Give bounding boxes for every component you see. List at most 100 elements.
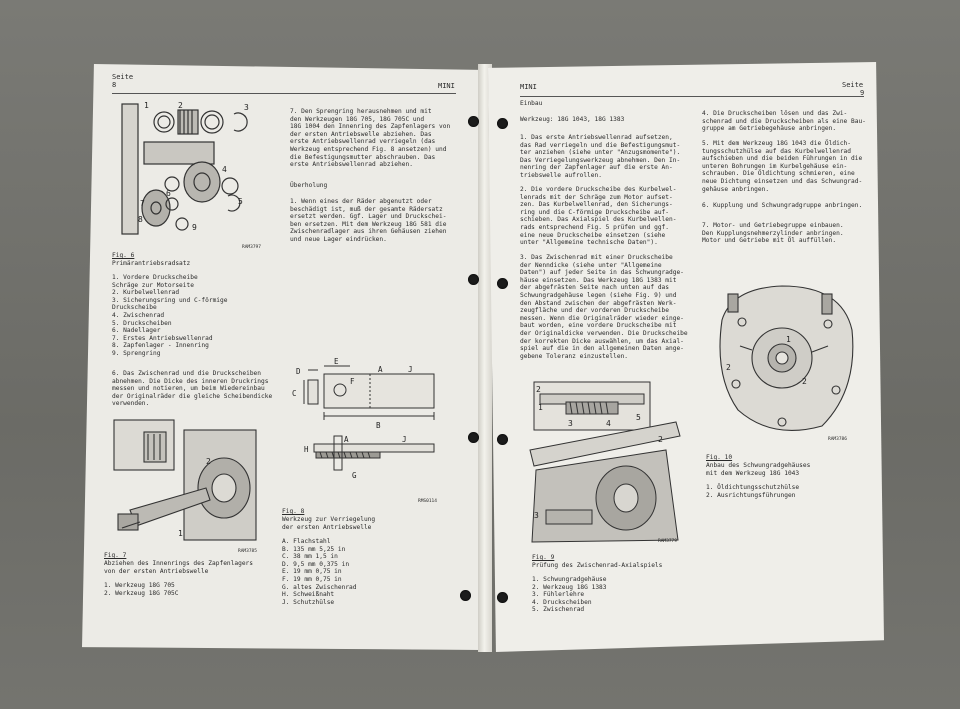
list-item: E. 19 mm 0,75 in xyxy=(282,568,342,576)
list-item: A. Flachstahl xyxy=(282,538,331,545)
text-line: rads entsprechend Fig. 5 prüfen und ggf. xyxy=(520,223,670,231)
list-item: 1. Vordere Druckscheibe xyxy=(112,274,198,281)
text-line: der Originaldicke verwenden. Die Drucksc… xyxy=(520,329,688,337)
list-item: 6. Nadellager xyxy=(112,327,161,335)
text-line: ring und die C-förmige Druckscheibe auf- xyxy=(520,208,670,216)
fig9-number-4-top: 4 xyxy=(606,419,611,428)
fig10-title-line2: mit dem Werkzeug 18G 1043 xyxy=(706,470,800,477)
binder-hole xyxy=(460,590,471,601)
right-paragraph-3: 3. Das Zwischenrad mit einer Druckscheib… xyxy=(520,254,688,360)
right-page: MINI Seite 9 Einbau Werkzeug: 18G 1043, … xyxy=(488,62,884,652)
fig6-number-2: 2 xyxy=(178,101,183,110)
text-line: erste Antriebswellenrad verriegeln (das xyxy=(290,138,436,146)
right-paragraph-4: 4. Die Druckscheiben lösen und das Zwi- … xyxy=(702,110,866,133)
fig6-number-1: 1 xyxy=(144,101,149,110)
list-item: 8. Zapfenlager - Innenring xyxy=(112,342,209,350)
fig8-label-c: C xyxy=(292,389,297,398)
text-line: der korrekten Dicke auswählen, um das Ax… xyxy=(520,337,684,345)
text-line: Das Verriegelungswerkzeug abnehmen. Den … xyxy=(520,156,681,164)
text-line: gehäuse anbringen. xyxy=(702,185,770,193)
list-item: H. Schweißnaht xyxy=(282,591,335,599)
fig6-number-3: 3 xyxy=(244,103,249,112)
fig9-illustration: 2 1 3 4 5 2 3 xyxy=(526,380,682,544)
fig8-reference: RMS0114 xyxy=(418,499,437,504)
text-line: 1. Das erste Antriebswellenrad aufsetzen… xyxy=(520,134,673,141)
binder-hole xyxy=(497,434,508,445)
text-line: das Rad verriegeln und die Befestigungsm… xyxy=(520,141,681,149)
fig8-illustration: D E F A J C B H A J G xyxy=(290,356,440,502)
fig6-number-5: 5 xyxy=(238,197,243,206)
text-line: 18G 1004 den Innenring des Zapfenlagers … xyxy=(290,123,451,131)
text-line: Zwischenradlager aus ihren Gehäusen zieh… xyxy=(290,228,447,236)
fig10-caption: Fig. 10 xyxy=(706,454,733,461)
list-item: 5. Zwischenrad xyxy=(532,606,585,614)
text-line: 2. Die vordere Druckscheibe des Kurbelwe… xyxy=(520,186,677,193)
section-heading-einbau: Einbau xyxy=(520,100,543,107)
fig8-label-g: G xyxy=(352,471,357,480)
text-line: 3. Das Zwischenrad mit einer Druckscheib… xyxy=(520,254,673,261)
right-paragraph-5: 5. Mit dem Werkzeug 18G 1043 die Öldich-… xyxy=(702,140,862,193)
text-line: gruppe am Getriebegehäuse anbringen. xyxy=(702,125,837,133)
right-header-rule xyxy=(520,96,864,97)
text-line: Daten") auf jeder Seite in das Schwungra… xyxy=(520,269,684,277)
text-line: 5. Mit dem Werkzeug 18G 1043 die Öldich- xyxy=(702,140,852,147)
text-line: unter "Allgemeine technische Daten"). xyxy=(520,239,658,247)
text-line: aufschieben und die beiden Führungen in … xyxy=(702,155,863,163)
text-line: verwenden. xyxy=(112,400,150,408)
fig10-number-2-right: 2 xyxy=(802,377,807,386)
fig9-title: Prüfung des Zwischenrad-Axialspiels xyxy=(532,562,663,569)
fig6-illustration: 1 2 3 4 5 6 7 8 9 xyxy=(116,100,266,248)
fig7-number-2: 2 xyxy=(206,457,211,466)
text-line: schenrad und die Druckscheiben als eine … xyxy=(702,117,866,125)
list-item: 1. Schwungradgehäuse xyxy=(532,576,607,583)
list-item: 1. Öldichtungsschutzhülse xyxy=(706,484,800,491)
fig9-legend-list: 1. Schwungradgehäuse 2. Werkzeug 18G 138… xyxy=(532,576,607,614)
text-line: tungsschutzhülse auf das Kurbelwellenrad xyxy=(702,147,852,155)
fig7-title-line2: von der ersten Antriebswelle xyxy=(104,568,209,575)
text-line: zen. Das Kurbelwellenrad, den Sicherungs… xyxy=(520,201,673,209)
fig8-label-d: D xyxy=(296,367,301,376)
list-item: 2. Kurbelwellenrad xyxy=(112,289,180,297)
section-heading-ueberholung: Überholung xyxy=(290,182,328,189)
binder-hole xyxy=(497,592,508,603)
binder-hole xyxy=(497,118,508,129)
text-line: unteren Bohrungen im Kurbelgehäuse ein- xyxy=(702,162,848,170)
text-line: 4. Die Druckscheiben lösen und das Zwi- xyxy=(702,110,848,117)
left-paragraph-1: 1. Wenn eines der Räder abgenutzt oder b… xyxy=(290,198,446,244)
right-paragraph-2: 2. Die vordere Druckscheibe des Kurbelwe… xyxy=(520,186,676,247)
left-header-rule xyxy=(112,93,456,94)
fig8-label-h: H xyxy=(304,445,309,454)
text-line: der ersten Antriebswelle abziehen. Das xyxy=(290,130,432,138)
text-line: 1. Wenn eines der Räder abgenutzt oder xyxy=(290,198,432,205)
left-header-page-number: 8 xyxy=(112,81,117,89)
fig6-caption: Fig. 6 xyxy=(112,252,135,259)
list-item: G. altes Zwischenrad xyxy=(282,583,357,591)
right-header-page-number: 9 xyxy=(860,89,865,97)
fig9-number-5-top: 5 xyxy=(636,413,641,422)
fig8-label-j-top: J xyxy=(408,365,413,374)
list-item: 9. Sprengring xyxy=(112,349,161,357)
binding-gutter xyxy=(478,64,492,652)
text-line: 7. Den Sprengring herausnehmen und mit xyxy=(290,108,432,115)
fig6-number-6: 6 xyxy=(166,189,171,198)
list-item: F. 19 mm 0,75 in xyxy=(282,575,342,583)
text-line: häuse einsetzen. Das Werkzeug 18G 1383 m… xyxy=(520,276,677,284)
fig7-legend-list: 1. Werkzeug 18G 705 2. Werkzeug 18G 705C xyxy=(104,582,179,597)
text-line: neue Dichtung einsetzen und das Schwungr… xyxy=(702,177,863,185)
fig10-title-line1: Anbau des Schwungradgehäuses xyxy=(706,462,811,469)
fig9-number-1-top: 1 xyxy=(538,403,543,412)
fig8-title-line2: der ersten Antriebswelle xyxy=(282,524,372,531)
fig6-legend-list: 1. Vordere Druckscheibe Schräge zur Moto… xyxy=(112,274,227,358)
text-line: baut worden, eine vordere Druckscheibe m… xyxy=(520,322,677,330)
text-line: schieben. Das Axialspiel des Kurbelwelle… xyxy=(520,216,677,224)
fig6-number-9: 9 xyxy=(192,223,197,232)
fig9-caption: Fig. 9 xyxy=(532,554,555,561)
fig8-label-j-bottom: J xyxy=(402,435,407,444)
fig7-reference: RAM3785 xyxy=(238,549,257,554)
fig7-illustration: 1 2 xyxy=(110,418,260,548)
binder-hole xyxy=(468,274,479,285)
fig8-caption: Fig. 8 xyxy=(282,508,305,515)
list-item: Schräge zur Motorseite xyxy=(112,281,194,289)
fig8-label-f: F xyxy=(350,377,355,386)
text-line: Werkzeug entsprechend Fig. 8 ansetzen) u… xyxy=(290,145,447,153)
